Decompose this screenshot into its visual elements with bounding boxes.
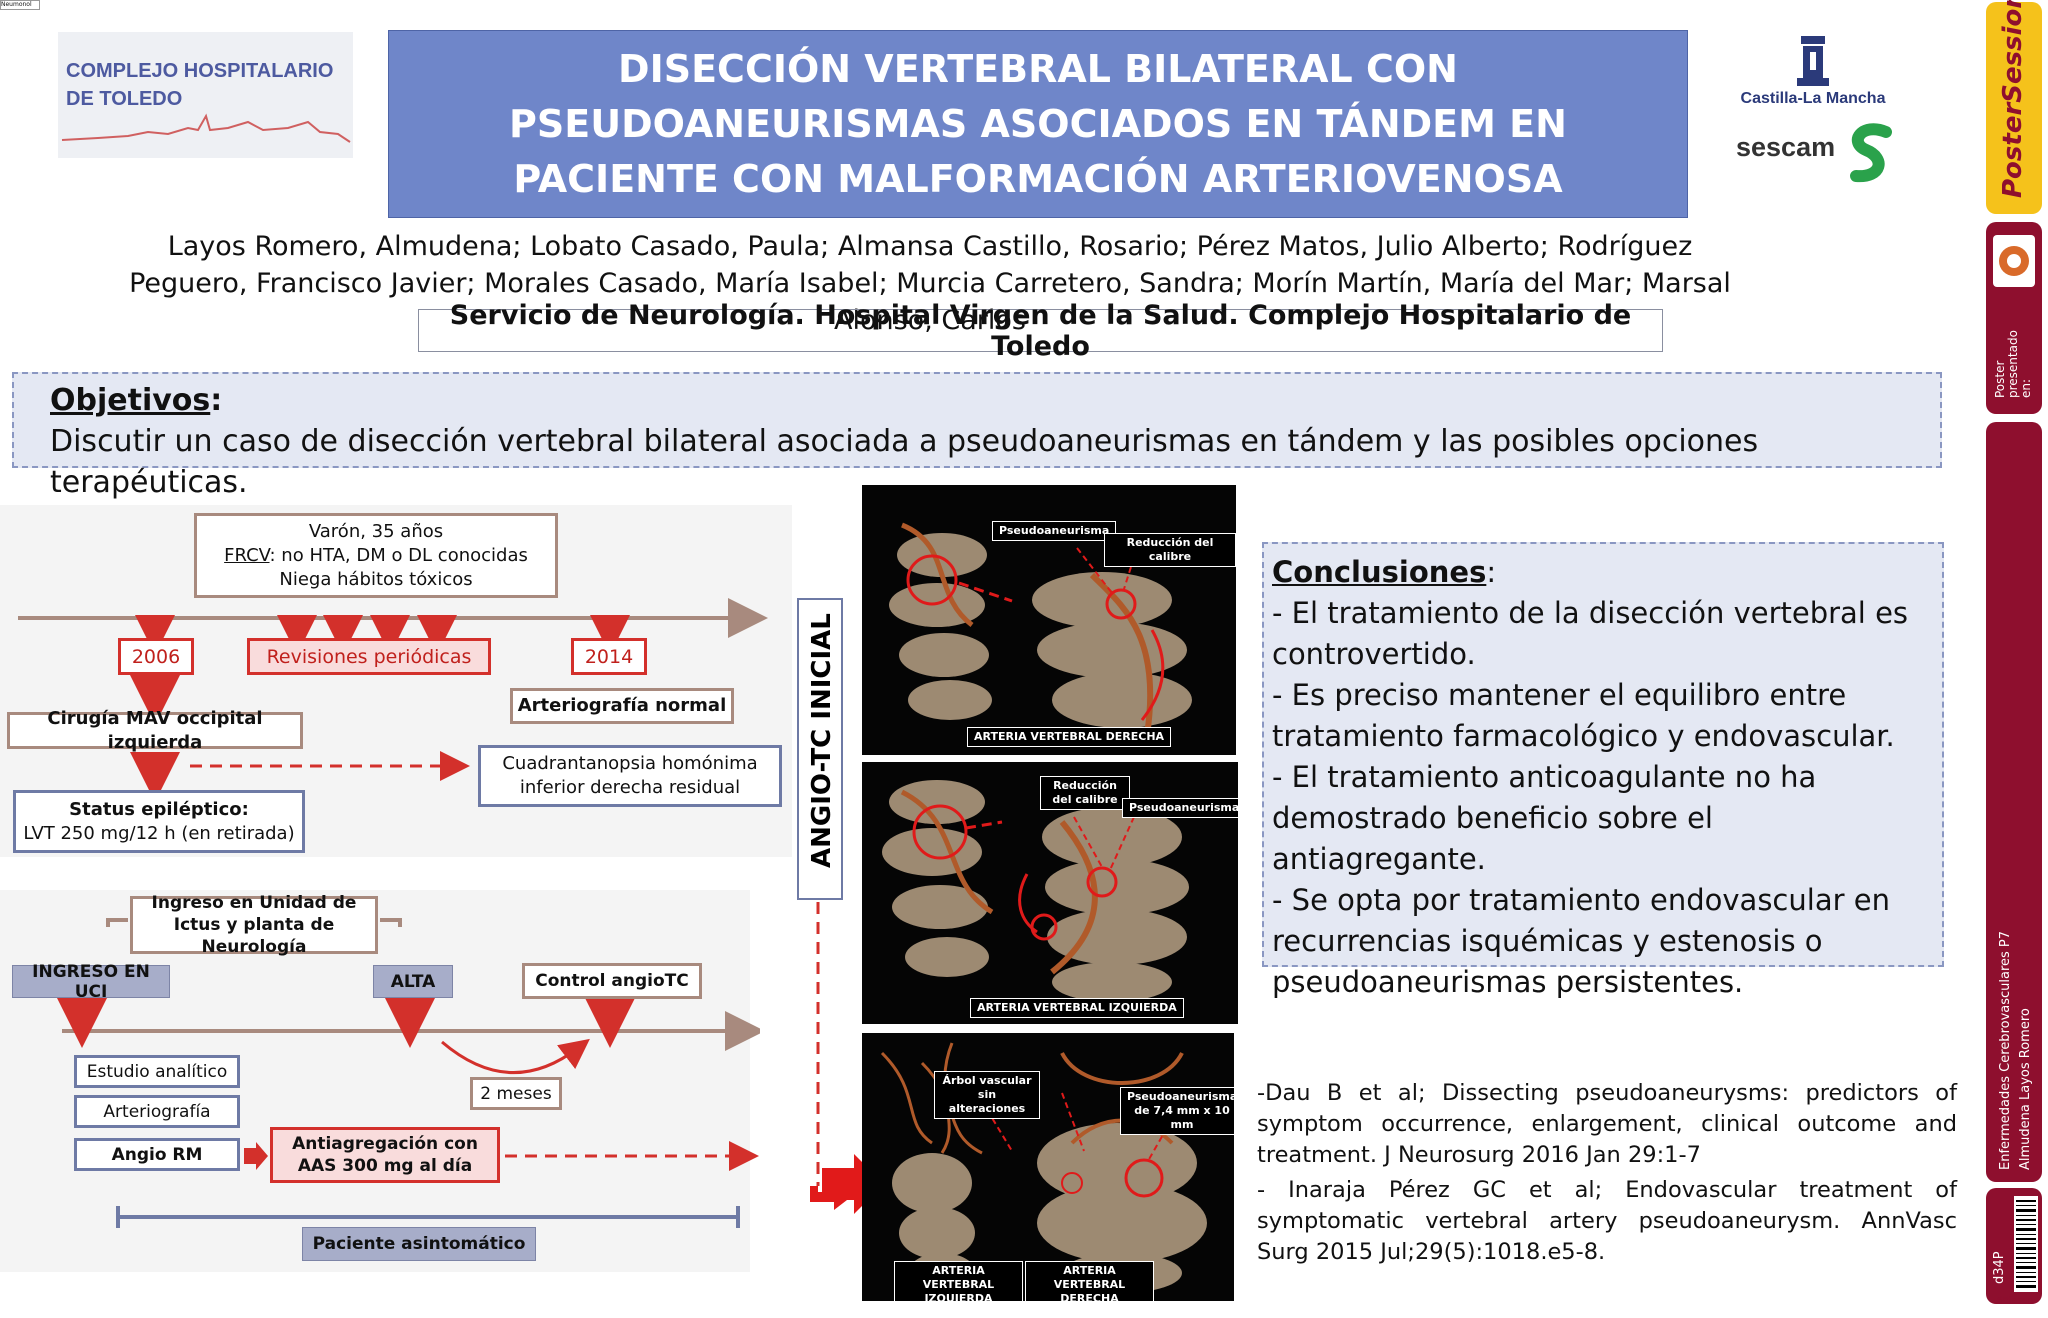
arteriography-box: Arteriografía	[74, 1095, 240, 1128]
angio-tc-label: ANGIO-TC INICIAL	[807, 613, 837, 868]
img2-caption: ARTERIA VERTEBRAL IZQUIERDA	[970, 998, 1184, 1018]
img3-tree-label: Árbol vascular sin alteraciones	[934, 1071, 1040, 1119]
angio-rm-box: Angio RM	[74, 1138, 240, 1171]
conclusion-item: - El tratamiento anticoagulante no ha de…	[1272, 760, 1817, 876]
timeline-history-arrows	[18, 598, 768, 802]
skyline-graphic	[61, 113, 351, 143]
hospital-logo: COMPLEJO HOSPITALARIO DE TOLEDO	[58, 32, 353, 158]
img1-pseudo-label: Pseudoaneurisma	[992, 521, 1117, 541]
hospital-logo-line2: DE TOLEDO	[66, 88, 183, 110]
ct-image-left-vertebral: Reducción del calibre Pseudoaneurisma AR…	[862, 762, 1238, 1024]
corner-tag: Neumonol	[0, 0, 40, 10]
objectives-text: Discutir un caso de disección vertebral …	[50, 424, 1759, 500]
img3-caption-right: ARTERIA VERTEBRAL DERECHA	[1025, 1261, 1154, 1301]
shield-icon	[1797, 36, 1829, 86]
objectives-heading: Objetivos	[50, 383, 211, 418]
status-title: Status epiléptico:	[69, 798, 249, 820]
angio-tc-label-box: ANGIO-TC INICIAL	[797, 598, 843, 900]
service-affiliation: Servicio de Neurología. Hospital Virgen …	[418, 300, 1663, 362]
postersession-brand: PosterSessionOnline	[1998, 0, 2028, 198]
barcode-icon	[2014, 1196, 2038, 1292]
ct-image-posterior-views: Árbol vascular sin alteraciones Pseudoan…	[862, 1033, 1234, 1301]
frcv-label: FRCV	[224, 544, 270, 566]
uci-label: INGRESO EN UCI	[12, 962, 170, 1002]
castilla-text: Castilla-La Mancha	[1740, 90, 1886, 107]
ct-render-2	[882, 780, 1189, 1002]
two-months-box: 2 meses	[470, 1077, 562, 1110]
patient-line3: Niega hábitos tóxicos	[279, 568, 473, 590]
status-box: Status epiléptico: LVT 250 mg/12 h (en r…	[13, 790, 305, 853]
objectives-box: Objetivos: Discutir un caso de disección…	[12, 372, 1942, 500]
ct-render-1	[889, 522, 1192, 736]
ct-image-right-vertebral: Pseudoaneurisma Reducción del calibre AR…	[862, 485, 1236, 755]
patient-line1: Varón, 35 años	[308, 520, 444, 542]
sescam-logo: sescam	[1732, 120, 1902, 186]
poster-title: DISECCIÓN VERTEBRAL BILATERAL CON PSEUDO…	[388, 30, 1688, 218]
references: -Dau B et al; Dissecting pseudoaneurysms…	[1257, 1078, 1957, 1268]
antiaggregation-box: Antiagregación con AAS 300 mg al día	[270, 1127, 500, 1183]
arteriography-normal-box: Arteriografía normal	[510, 688, 734, 724]
conclusion-item: - Se opta por tratamiento endovascular e…	[1272, 883, 1890, 999]
cuadrantanopsia-box: Cuadrantanopsia homónima inferior derech…	[478, 745, 782, 807]
hospital-logo-line1: COMPLEJO HOSPITALARIO	[66, 60, 334, 82]
session-text: Enfermedades Cerebrovasculares P7	[1998, 930, 2013, 1170]
status-text: LVT 250 mg/12 h (en retirada)	[23, 822, 295, 844]
img1-reduction-label: Reducción del calibre	[1104, 533, 1236, 567]
img2-reduction-label: Reducción del calibre	[1040, 776, 1130, 810]
year-2006-badge: 2006	[118, 638, 194, 675]
conclusions-box: Conclusiones: - El tratamiento de la dis…	[1262, 542, 1944, 999]
conclusion-item: - El tratamiento de la disección vertebr…	[1272, 596, 1909, 671]
code-text: d34P	[1992, 1251, 2007, 1284]
img2-pseudo-label: Pseudoaneurisma	[1122, 798, 1238, 818]
author-text: Almudena Layos Romero	[2018, 1008, 2033, 1170]
year-2014-badge: 2014	[571, 638, 647, 675]
analytic-box: Estudio analítico	[74, 1055, 240, 1088]
sescam-text: sescam	[1736, 132, 1836, 162]
patient-box: Varón, 35 años FRCV: no HTA, DM o DL con…	[194, 513, 558, 598]
castilla-logo: Castilla-La Mancha	[1728, 32, 1898, 112]
sescam-s-icon	[1850, 123, 1892, 183]
control-angiotc-box: Control angioTC	[522, 963, 702, 999]
asymptomatic-label: Paciente asintomático	[302, 1227, 536, 1261]
img1-caption: ARTERIA VERTEBRAL DERECHA	[967, 727, 1172, 747]
surgery-box: Cirugía MAV occipital izquierda	[7, 708, 303, 753]
admission-box: Ingreso en Unidad de Ictus y planta de N…	[130, 893, 378, 957]
conclusions-heading: Conclusiones	[1272, 555, 1487, 589]
reference-item: - Inaraja Pérez GC et al; Endovascular t…	[1257, 1177, 1957, 1265]
alta-label: ALTA	[373, 965, 453, 998]
img3-pseudo-label: Pseudoaneurisma de 7,4 mm x 10 mm	[1120, 1087, 1234, 1135]
timeline-admission-arrows	[57, 918, 760, 1228]
poster-title-text: DISECCIÓN VERTEBRAL BILATERAL CON PSEUDO…	[509, 46, 1567, 201]
sidebar-footer: 6Efasen	[1996, 1296, 2034, 1306]
reference-item: -Dau B et al; Dissecting pseudoaneurysms…	[1257, 1080, 1957, 1168]
society-logo-icon	[1993, 235, 2035, 287]
sidebar-presented: Poster presentado en:	[1986, 222, 2042, 414]
sidebar-code: d34P	[1986, 1188, 2042, 1304]
authors: Layos Romero, Almudena; Lobato Casado, P…	[129, 231, 1731, 336]
presented-text: Poster presentado en:	[1993, 330, 2033, 398]
sidebar-session: Enfermedades Cerebrovasculares P7 Almude…	[1986, 422, 2042, 1182]
img3-caption-left: ARTERIA VERTEBRAL IZQUIERDA	[894, 1261, 1023, 1301]
conclusion-item: - Es preciso mantener el equilibro entre…	[1272, 678, 1895, 753]
revisions-badge: Revisiones periódicas	[247, 638, 491, 675]
patient-line2: : no HTA, DM o DL conocidas	[269, 544, 528, 566]
postersession-badge: PosterSessionOnline	[1986, 0, 2042, 214]
